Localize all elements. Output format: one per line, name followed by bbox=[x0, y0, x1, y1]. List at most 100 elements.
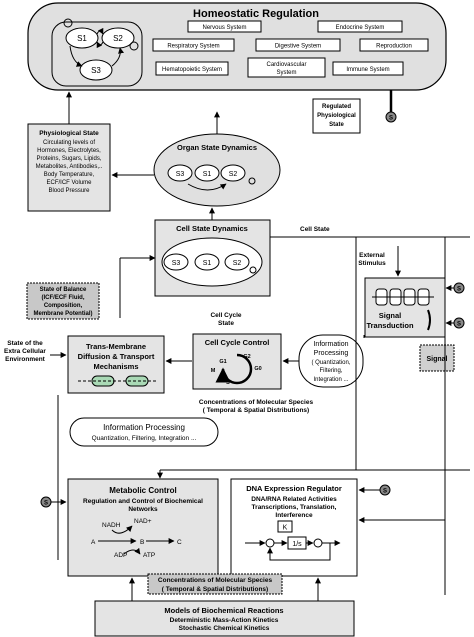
extracellular-label: Extra Cellular bbox=[4, 348, 46, 355]
system-box-digestive: Digestive System bbox=[255, 38, 341, 52]
info-processing-line: Filtering, bbox=[319, 368, 342, 374]
state-node bbox=[167, 164, 193, 182]
metabolite-label: C bbox=[177, 539, 182, 546]
state-label-s1: S1 bbox=[77, 34, 87, 43]
physiological-line: Proteins, Sugars, Lipids, bbox=[36, 156, 101, 162]
physiological-line: Circulating levels of bbox=[43, 140, 95, 146]
system-label: System bbox=[276, 70, 296, 76]
system-box-respiratory: Respiratory System bbox=[152, 38, 235, 52]
state-node bbox=[220, 164, 246, 182]
state-label-s2: S2 bbox=[229, 171, 238, 178]
dna-line: DNA/RNA Related Activities bbox=[251, 496, 337, 503]
cell-cycle-title: Cell Cycle Control bbox=[205, 338, 270, 347]
system-box-hematopoietic: Hematopoietic System bbox=[155, 61, 229, 76]
state-node bbox=[194, 253, 220, 271]
info-processing-line: Information bbox=[313, 341, 348, 348]
regulated-state-line: Physiological bbox=[317, 113, 356, 119]
info-processing-line: Processing bbox=[314, 350, 349, 357]
signal-node-label: S bbox=[389, 116, 393, 122]
models-title: Models of Biochemical Reactions bbox=[164, 606, 283, 615]
cell-cycle-state-label: State bbox=[218, 320, 234, 327]
dna-line: Transcriptions, Translation, bbox=[252, 504, 337, 511]
regulated-state-line: Regulated bbox=[322, 104, 351, 110]
state-node bbox=[224, 253, 250, 271]
state-label-s1: S1 bbox=[203, 260, 212, 267]
metabolite-label: ATP bbox=[143, 552, 155, 559]
physiological-line: Hormones, Electrolytes, bbox=[37, 148, 101, 154]
state-node bbox=[65, 27, 99, 49]
physiological-state-box: Physiological State Circulating levels o… bbox=[27, 123, 111, 212]
dna-expression-box: DNA Expression Regulator DNA/RNA Related… bbox=[230, 478, 358, 577]
state-of-balance-line: Membrane Potential) bbox=[33, 311, 92, 317]
concentrations-box: Concentrations of Molecular Species ( Te… bbox=[147, 573, 283, 595]
info-processing-right-box: Information Processing ( Quantization, F… bbox=[298, 334, 364, 388]
metabolite-label: B bbox=[140, 539, 144, 546]
system-label: Reproduction bbox=[376, 44, 412, 50]
system-label: Respiratory System bbox=[167, 44, 219, 50]
regulated-physiological-state-box: Regulated Physiological State bbox=[312, 98, 361, 134]
metabolite-label: ADP bbox=[114, 552, 127, 559]
state-of-balance-box: State of Balance (ICF/ECF Fluid, Composi… bbox=[26, 282, 100, 320]
signal-transduction-box: Signal Transduction bbox=[364, 277, 446, 338]
physiological-line: Blood Pressure bbox=[48, 188, 90, 194]
system-box-cardiovascular: Cardiovascular System bbox=[247, 57, 326, 78]
cell-state-title: Cell State Dynamics bbox=[176, 224, 248, 233]
state-label-s3: S3 bbox=[91, 66, 101, 75]
system-box-nervous: Nervous System bbox=[187, 20, 262, 33]
system-box-endocrine: Endocrine System bbox=[317, 20, 403, 33]
info-processing-line: ( Quantization, bbox=[311, 360, 350, 366]
regulated-state-line: State bbox=[329, 122, 344, 128]
physiological-line: Metabolites, Antibodies,.. bbox=[36, 164, 103, 170]
state-label-s2: S2 bbox=[233, 260, 242, 267]
models-box: Models of Biochemical Reactions Determin… bbox=[94, 600, 355, 637]
phase-label: G0 bbox=[254, 366, 261, 372]
signal-transduction-label: Signal bbox=[379, 311, 402, 320]
metabolic-subtitle: Networks bbox=[128, 506, 158, 513]
signal-node-label: S bbox=[457, 287, 461, 293]
metabolic-subtitle: Regulation and Control of Biochemical bbox=[83, 498, 203, 505]
models-line: Stochastic Chemical Kinetics bbox=[179, 625, 270, 632]
metabolite-label: A bbox=[91, 539, 96, 546]
info-processing-line: Integration ... bbox=[313, 377, 348, 383]
state-node bbox=[163, 253, 189, 271]
physiological-line: ECF/ICF Volume bbox=[46, 180, 92, 186]
phase-label: G1 bbox=[219, 359, 226, 365]
info-processing-bar-subtitle: Quantization, Filtering, Integration ... bbox=[92, 435, 197, 442]
signal-node-label: S bbox=[457, 322, 461, 328]
state-of-balance-line: Composition, bbox=[44, 303, 83, 309]
metabolic-control-box: Metabolic Control Regulation and Control… bbox=[67, 478, 219, 577]
info-processing-bar-title: Information Processing bbox=[103, 423, 185, 432]
system-label: Digestive System bbox=[275, 44, 321, 50]
system-box-reproduction: Reproduction bbox=[359, 38, 429, 52]
dna-title: DNA Expression Regulator bbox=[246, 484, 342, 493]
signal-node-label: S bbox=[383, 489, 387, 495]
signal-node-label: S bbox=[44, 501, 48, 507]
homeostatic-regulation-panel: Homeostatic Regulation S1 S2 S3 Nervous … bbox=[27, 2, 447, 91]
metabolite-label: NADH bbox=[102, 522, 121, 529]
organ-state-dynamics: Organ State Dynamics S3 S1 S2 bbox=[153, 133, 281, 207]
state-node bbox=[101, 27, 135, 49]
system-label: Endocrine System bbox=[336, 25, 385, 31]
trans-membrane-line: Trans-Membrane bbox=[86, 342, 146, 351]
models-line: Deterministic Mass-Action Kinetics bbox=[170, 617, 279, 624]
system-label: Nervous System bbox=[202, 25, 246, 31]
cell-cycle-state-label: Cell Cycle bbox=[210, 312, 241, 319]
gain-block-label: K bbox=[283, 525, 288, 532]
metabolic-title: Metabolic Control bbox=[109, 486, 177, 495]
dna-line: Interference bbox=[275, 512, 313, 519]
phase-label: M bbox=[211, 368, 216, 374]
homeostatic-title: Homeostatic Regulation bbox=[193, 8, 319, 20]
state-of-balance-line: (ICF/ECF Fluid, bbox=[42, 295, 85, 301]
state-of-balance-line: State of Balance bbox=[40, 287, 87, 293]
cell-state-dynamics-box: Cell State Dynamics S3 S1 S2 bbox=[154, 219, 271, 297]
cell-cycle-control-box: Cell Cycle Control G1 G2 M S G0 bbox=[192, 333, 282, 390]
signal-node bbox=[385, 111, 397, 123]
trans-membrane-box: Trans-Membrane Diffusion & Transport Mec… bbox=[67, 335, 165, 394]
trans-membrane-line: Diffusion & Transport bbox=[78, 352, 155, 361]
extracellular-label: Environment bbox=[5, 356, 46, 363]
cell-state-label: Cell State bbox=[300, 226, 330, 233]
signal-transduction-label: Transduction bbox=[366, 321, 414, 330]
metabolite-label: NAD+ bbox=[134, 518, 152, 525]
signal-label-box: Signal bbox=[419, 344, 455, 372]
